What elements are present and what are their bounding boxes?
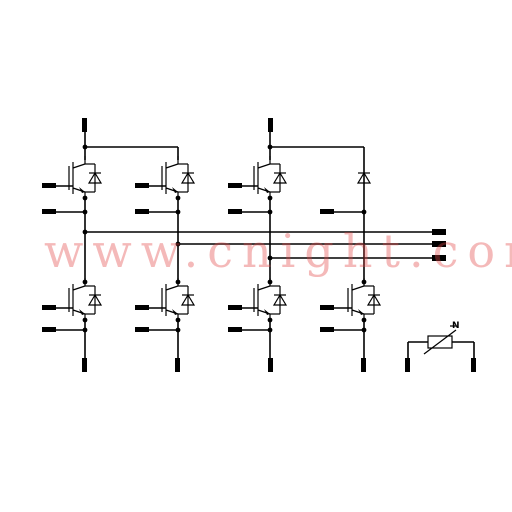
emitter-terminal-e3 — [135, 209, 149, 214]
igbt-t6-symbol — [253, 277, 287, 323]
terminal-c2-bottom — [175, 358, 180, 372]
output-terminal-v — [432, 241, 446, 247]
igbt-t7-symbol — [347, 277, 381, 323]
emitter-terminal-e7 — [320, 327, 334, 332]
igbt-t3-symbol — [161, 155, 195, 201]
terminal-c1-bottom — [82, 358, 87, 372]
emitter-terminal-e5 — [228, 209, 242, 214]
thermistor-label: N — [452, 321, 460, 331]
column-3 — [228, 118, 364, 372]
emitter-terminal-e6 — [228, 327, 242, 332]
gate-terminal-g2 — [42, 305, 56, 310]
igbt-t5-symbol — [253, 155, 287, 201]
column-4 — [320, 147, 381, 372]
ntc-thermistor: N — [405, 321, 476, 372]
ntc-terminal-2 — [471, 358, 476, 372]
terminal-c3-bottom — [268, 358, 273, 372]
igbt-t4-symbol — [161, 277, 195, 323]
output-buses — [85, 229, 446, 261]
terminal-c3-top — [268, 118, 273, 132]
emitter-terminal-e2 — [42, 327, 56, 332]
emitter-terminal-e1 — [42, 209, 56, 214]
terminal-c1-top — [82, 118, 87, 132]
terminal-c4-bottom — [361, 358, 366, 372]
output-terminal-u — [432, 229, 446, 235]
emitter-terminal-e4 — [135, 327, 149, 332]
gate-terminal-g5 — [228, 183, 242, 188]
ntc-terminal-1 — [405, 358, 410, 372]
gate-terminal-g1 — [42, 183, 56, 188]
column-1 — [42, 118, 102, 372]
column-2 — [85, 146, 195, 372]
gate-terminal-g7 — [320, 305, 334, 310]
brake-terminal — [320, 209, 334, 214]
igbt-t2-symbol — [68, 277, 102, 323]
gate-terminal-g6 — [228, 305, 242, 310]
gate-terminal-g3 — [135, 183, 149, 188]
gate-terminal-g4 — [135, 305, 149, 310]
igbt-t1-symbol — [68, 155, 102, 201]
thermistor-arrow — [423, 329, 457, 355]
output-terminal-w — [432, 255, 446, 261]
